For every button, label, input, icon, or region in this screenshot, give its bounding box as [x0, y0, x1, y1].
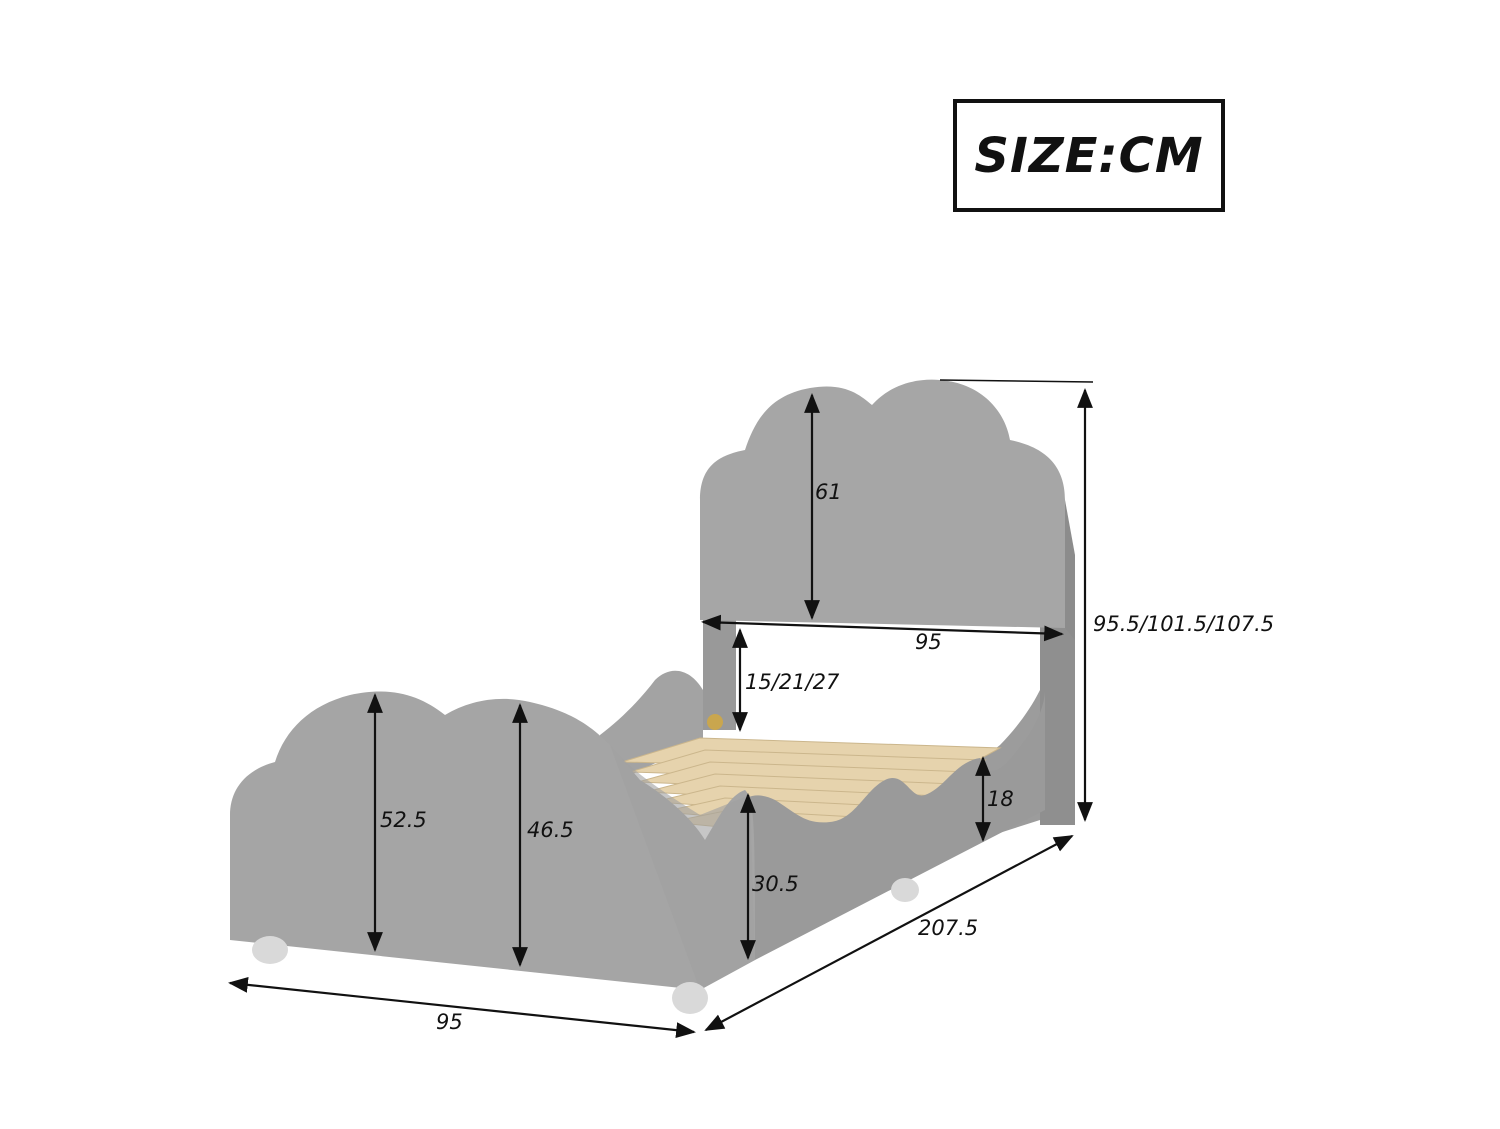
label-length: 207.5 [918, 916, 979, 940]
foot-front-right [672, 982, 708, 1014]
label-headboard-width: 95 [915, 630, 942, 654]
foot-front-left [252, 936, 288, 964]
dim-line-headboard-width [701, 614, 1064, 642]
label-headboard-height: 61 [815, 480, 842, 504]
label-total-height: 95.5/101.5/107.5 [1093, 612, 1275, 636]
headboard-left-post [703, 620, 736, 730]
dim-guide-top [939, 379, 1094, 383]
label-side-rail-height: 30.5 [752, 872, 799, 896]
label-footboard-inner-height: 46.5 [527, 818, 574, 842]
label-clearance: 15/21/27 [745, 670, 840, 694]
front-side-rail [600, 670, 703, 790]
foot-back-right [891, 878, 919, 902]
label-footboard-outer-height: 52.5 [380, 808, 427, 832]
near-side-rail [740, 690, 1045, 960]
headboard [700, 379, 1065, 628]
hardware-bolt [707, 714, 723, 730]
size-unit-box: SIZE:CM [953, 99, 1225, 212]
size-unit-label: SIZE:CM [974, 127, 1204, 184]
dim-line-footboard-width [228, 976, 696, 1039]
dim-line-length [704, 835, 1074, 1031]
label-side-rail-back-height: 18 [987, 787, 1014, 811]
label-footboard-width: 95 [436, 1010, 463, 1034]
